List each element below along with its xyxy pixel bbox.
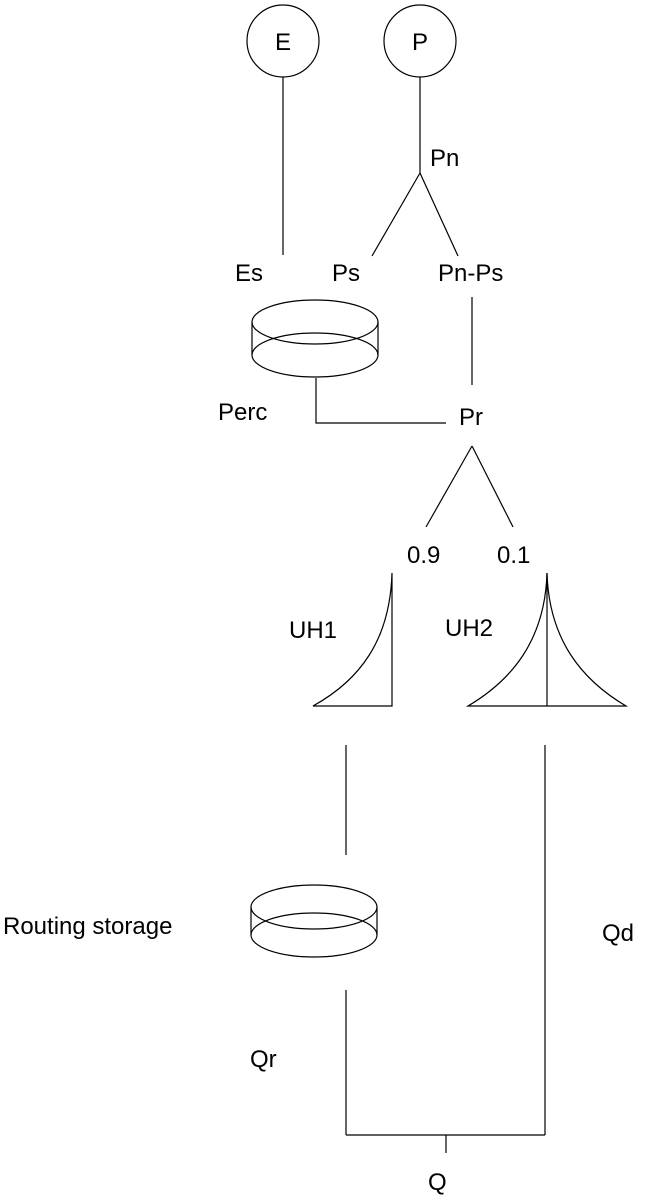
perc-label: Perc (218, 399, 267, 426)
q-output-label: Q (428, 1169, 447, 1196)
split-uh2-label: 0.1 (497, 542, 530, 569)
pr-label: Pr (459, 404, 483, 431)
qr-label: Qr (250, 1046, 277, 1073)
ps-label: Ps (332, 260, 360, 287)
pn-ps-label: Pn-Ps (438, 260, 503, 287)
qd-label: Qd (602, 920, 634, 947)
pr-split-left (425, 445, 473, 528)
precipitation-input-label: P (412, 29, 428, 56)
pn-split-left (371, 172, 421, 257)
evaporation-input-label: E (275, 29, 291, 56)
pn-split-right (419, 172, 459, 257)
routing-storage-cylinder (250, 884, 378, 958)
uh2-label: UH2 (445, 615, 493, 642)
routing-storage-label: Routing storage (3, 913, 172, 940)
pr-split-right (471, 445, 514, 528)
uh1-unit-hydrograph (310, 572, 393, 707)
uh1-label: UH1 (289, 617, 337, 644)
pn-label: Pn (430, 145, 459, 172)
perc-connector (315, 378, 446, 424)
es-label: Es (235, 260, 263, 287)
split-uh1-label: 0.9 (407, 542, 440, 569)
production-storage-cylinder (251, 299, 379, 378)
